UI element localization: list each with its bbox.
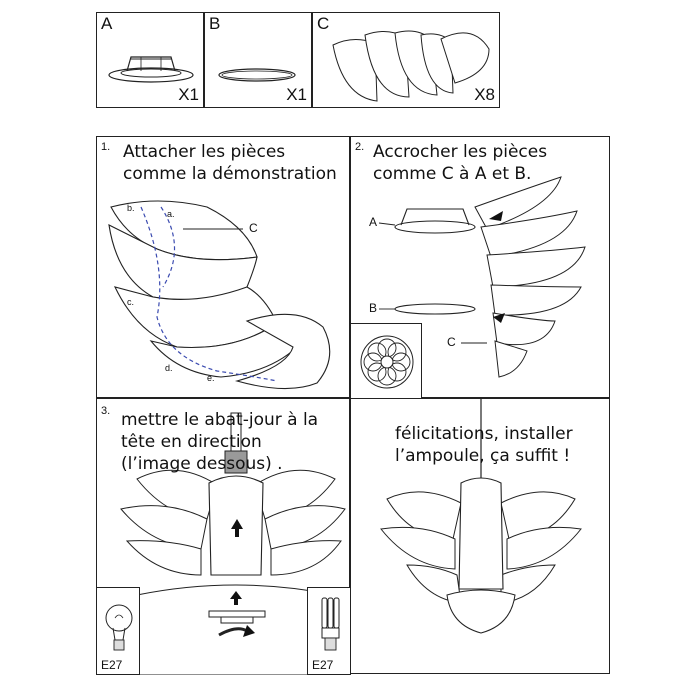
step-2-label-b: B — [369, 301, 378, 315]
step-2-assembly-drawing — [378, 176, 586, 378]
step-2-instruction: Accrocher les pièces comme C à A et B. — [373, 141, 547, 185]
step-1-line-2: comme la démonstration — [123, 164, 337, 184]
step-1-label-c: C — [249, 221, 258, 235]
part-c-quantity: X8 — [474, 85, 495, 104]
part-a-letter: A — [101, 14, 113, 33]
part-b-box: B X1 — [204, 12, 312, 108]
step-1-assembly-drawing — [108, 200, 331, 390]
cfl-bulb-icon — [321, 597, 340, 651]
step-2-label-c: C — [447, 335, 456, 349]
step-2-label-a: A — [369, 215, 378, 229]
step-1-marker-e: e. — [207, 373, 215, 383]
step-3-line-3: (l’image dessous) . — [121, 454, 283, 474]
part-c-petals-drawing — [332, 30, 490, 102]
final-line-2: l’ampoule, ça suffit ! — [395, 446, 571, 466]
part-a-quantity: X1 — [178, 85, 199, 104]
final-message: félicitations, installer l’ampoule, ça s… — [395, 423, 573, 467]
part-b-quantity: X1 — [286, 85, 307, 104]
part-c-box: C X8 — [312, 12, 500, 108]
step-2-line-1: Accrocher les pièces — [373, 142, 548, 162]
step-3-bulb-right-label: E27 — [312, 658, 334, 672]
step-1-marker-c: c. — [127, 297, 135, 307]
part-b-letter: B — [209, 14, 221, 33]
part-a-frame-drawing — [108, 56, 194, 83]
incandescent-bulb-icon — [105, 604, 133, 651]
part-a-box: A X1 — [96, 12, 204, 108]
step-1-number: 1. — [101, 141, 111, 153]
step-2-top-view-inset — [350, 323, 422, 399]
step-3-shade-drawing — [120, 412, 346, 675]
step-3-bulb-left-box: E27 — [96, 587, 140, 675]
final-panel: félicitations, installer l’ampoule, ça s… — [350, 398, 610, 674]
step-2-line-2: comme C à A et B. — [373, 164, 532, 184]
finished-lamp-drawing — [380, 399, 582, 634]
final-line-1: félicitations, installer — [395, 424, 573, 444]
step-3-panel: 3. mettre le abat-jour à la tête en dire… — [96, 398, 351, 675]
step-3-bulb-right-box: E27 — [307, 587, 351, 675]
step-3-instruction: mettre le abat-jour à la tête en directi… — [121, 409, 318, 475]
step-1-marker-d: d. — [165, 363, 173, 373]
step-1-line-1: Attacher les pièces — [123, 142, 286, 162]
step-1-marker-a: a. — [167, 209, 175, 219]
step-1-panel: 1. Attacher les pièces comme la démonstr… — [96, 136, 350, 398]
step-3-line-1: mettre le abat-jour à la — [121, 410, 319, 430]
step-3-line-2: tête en direction — [121, 432, 262, 452]
step-3-number: 3. — [101, 405, 111, 417]
part-b-ring-drawing — [218, 68, 296, 82]
step-3-bulb-left-label: E27 — [101, 658, 123, 672]
step-1-instruction: Attacher les pièces comme la démonstrati… — [123, 141, 337, 185]
step-2-number: 2. — [355, 141, 365, 153]
step-1-marker-b: b. — [127, 203, 135, 213]
flower-top-view-icon — [360, 335, 414, 389]
part-c-letter: C — [317, 14, 330, 33]
step-2-panel: 2. Accrocher les pièces comme C à A et B… — [350, 136, 610, 399]
